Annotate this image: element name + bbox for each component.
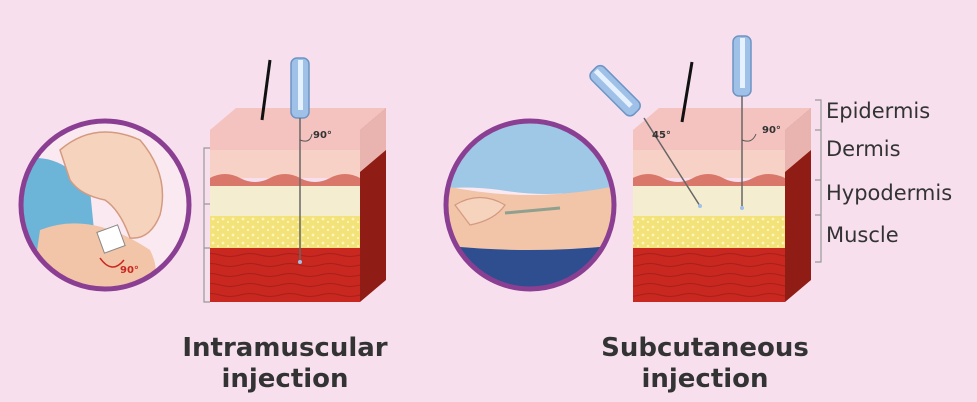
label-muscle: Muscle: [826, 223, 899, 247]
caption-line2: injection: [590, 364, 820, 395]
label-epidermis: Epidermis: [826, 99, 930, 123]
label-dermis: Dermis: [826, 137, 901, 161]
fat-layer: [210, 216, 360, 248]
intramuscular-caption: Intramuscular injection: [170, 333, 400, 395]
epidermis-layer: [210, 130, 360, 150]
angle-right-label: 90°: [762, 125, 781, 136]
muscle-layer: [210, 248, 360, 302]
caption-line2: injection: [170, 364, 400, 395]
skin-block-left: [210, 108, 386, 302]
inset-angle-label: 90°: [120, 265, 139, 276]
needle-angle-label: 90°: [313, 130, 332, 141]
angle-left-label: 45°: [652, 130, 671, 141]
caption-line1: Intramuscular: [170, 333, 400, 364]
subcutaneous-caption: Subcutaneous injection: [590, 333, 820, 395]
caption-line1: Subcutaneous: [590, 333, 820, 364]
hypodermis-layer: [210, 186, 360, 216]
label-hypodermis: Hypodermis: [826, 181, 952, 205]
dermis-layer: [210, 150, 360, 178]
